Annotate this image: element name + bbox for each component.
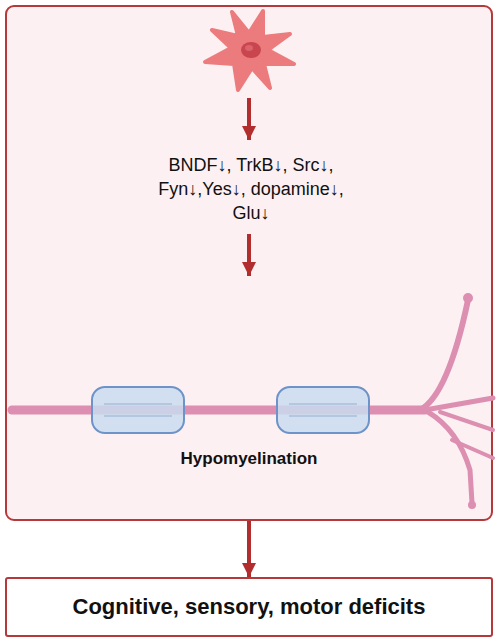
outcome-box: Cognitive, sensory, motor deficits xyxy=(5,577,493,637)
flow-arrow xyxy=(247,521,251,577)
outcome-text: Cognitive, sensory, motor deficits xyxy=(73,593,426,621)
context-panel: BNDF↓, TrkB↓, Src↓, Fyn↓,Yes↓, dopamine↓… xyxy=(5,5,493,521)
connector-layer xyxy=(249,521,250,577)
process-label: Hypomyelination xyxy=(7,448,491,470)
factor-list: BNDF↓, TrkB↓, Src↓, Fyn↓,Yes↓, dopamine↓… xyxy=(151,153,351,225)
